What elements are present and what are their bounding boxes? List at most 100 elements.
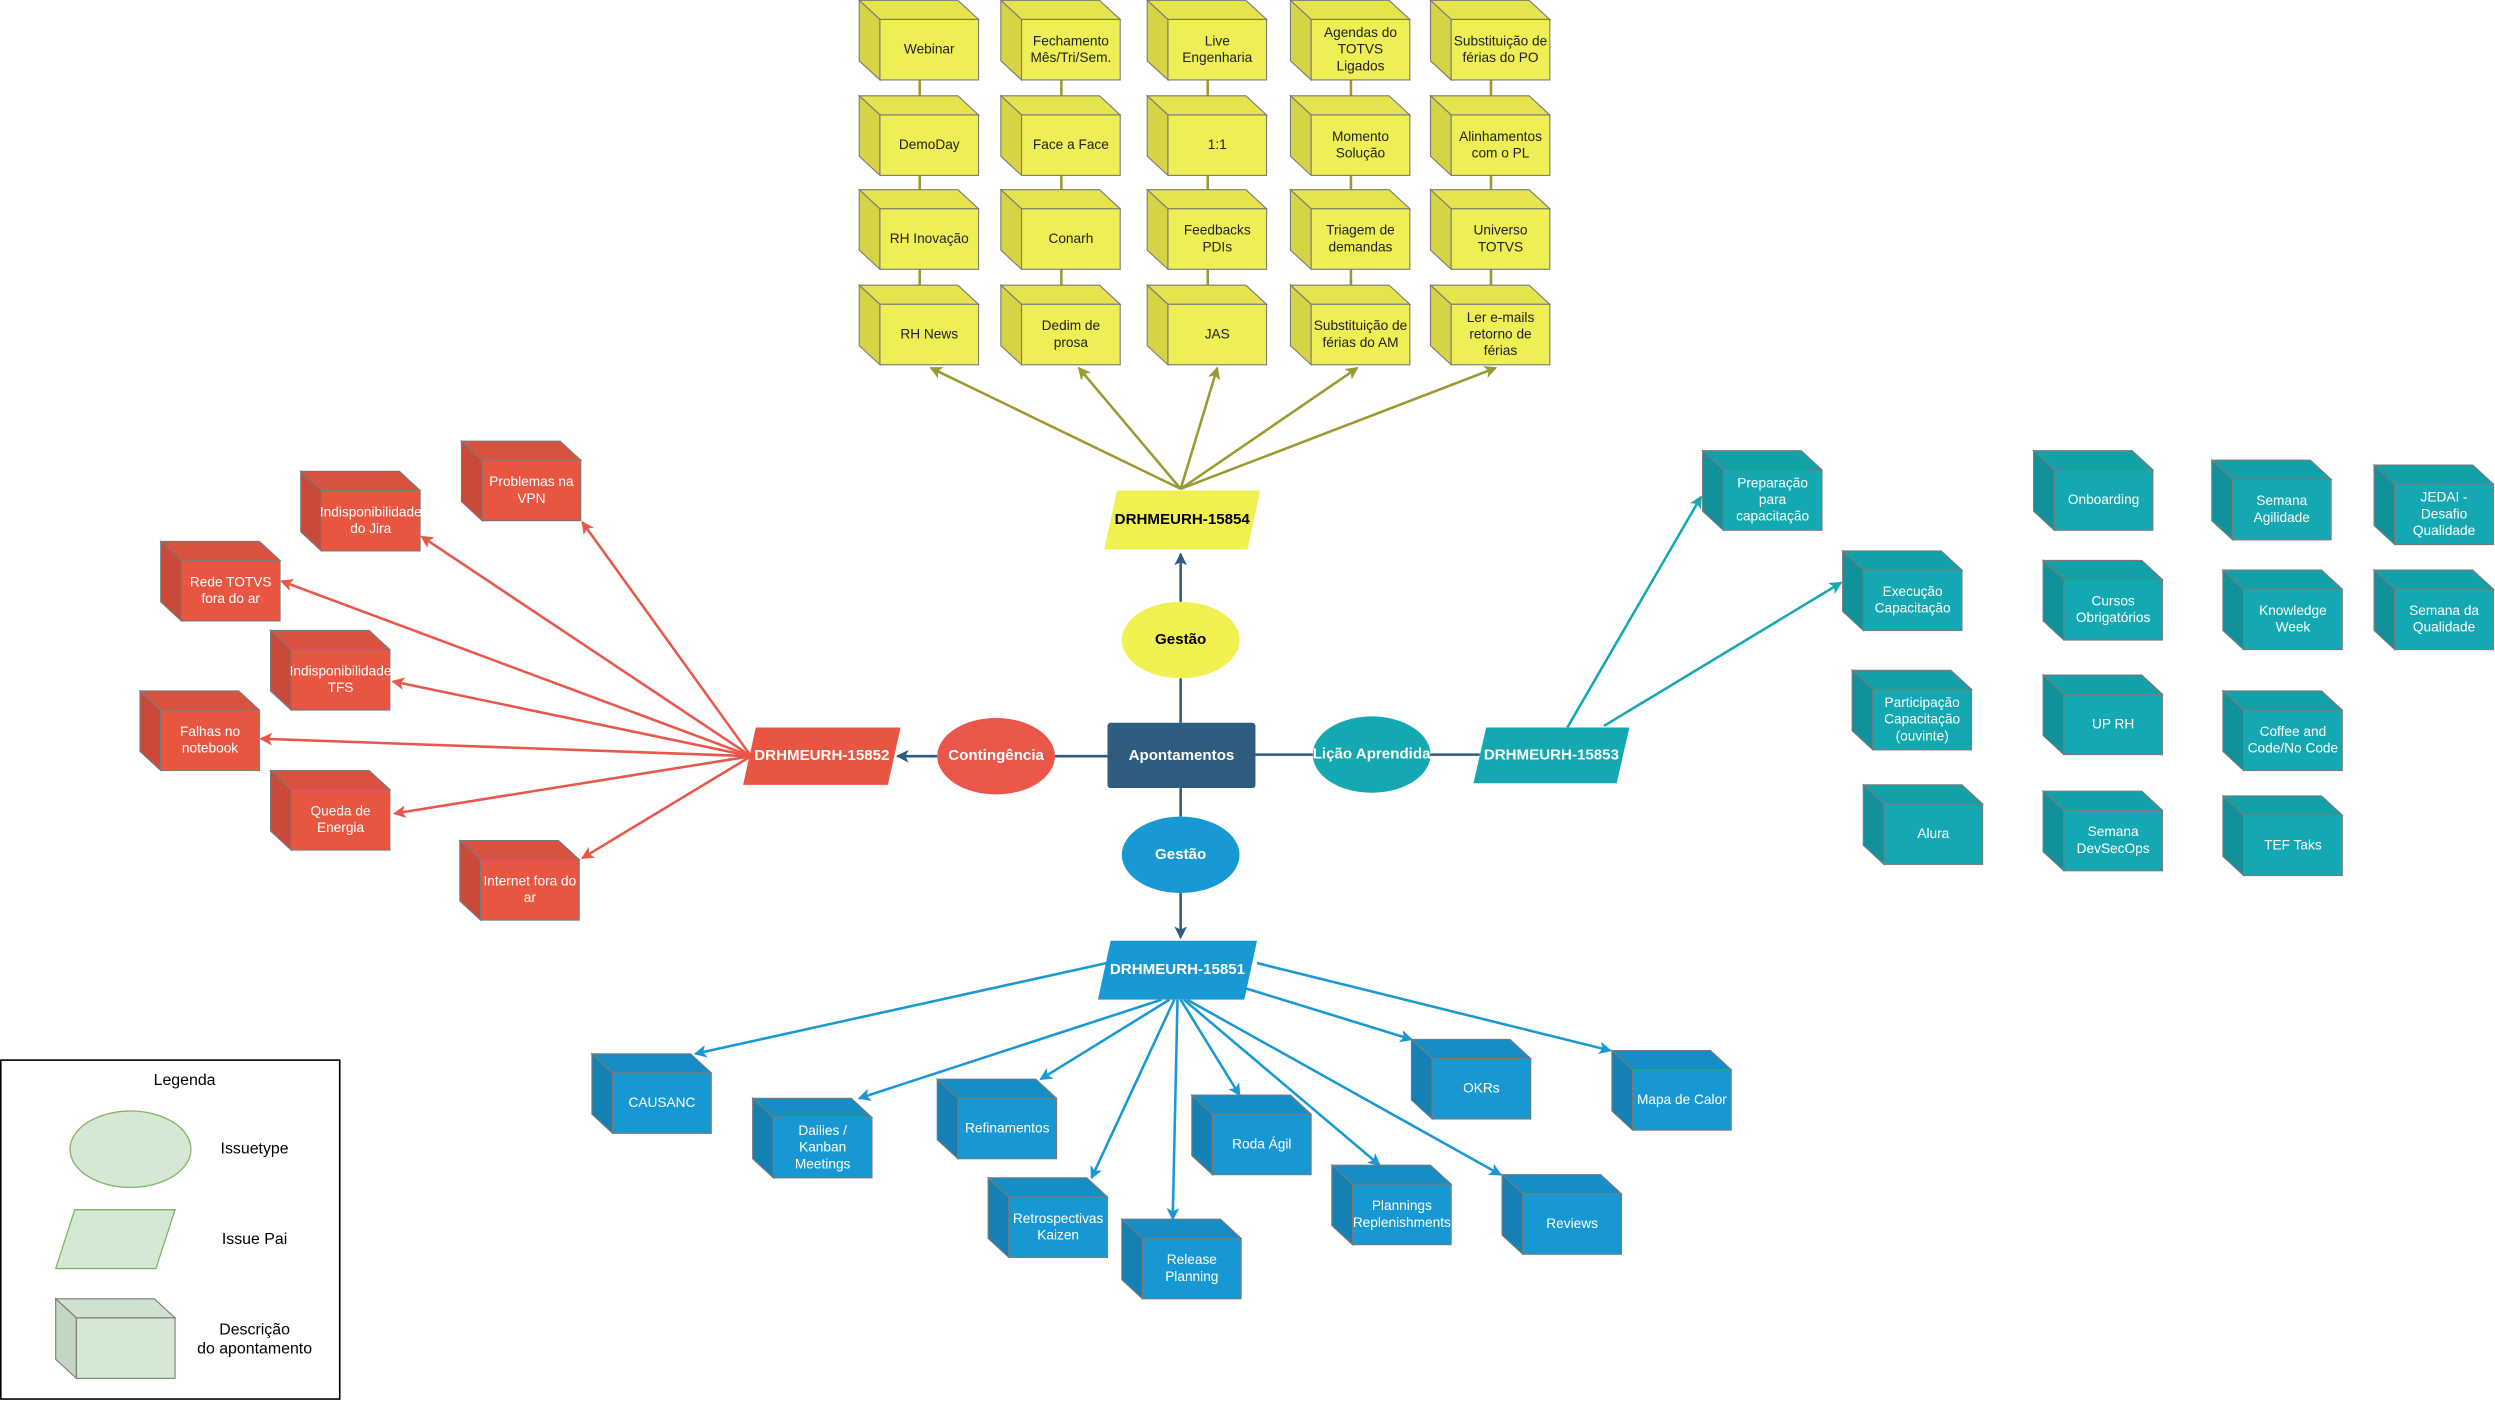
teal-item-box[interactable]: UP RH — [2041, 673, 2164, 756]
blue-item-box[interactable]: OKRs — [1409, 1038, 1533, 1121]
cube-front-face — [1450, 303, 1551, 366]
box-label-line: Cursos — [2091, 593, 2134, 608]
parent-issue-15853[interactable]: DRHMEURH-15853 — [1473, 727, 1630, 784]
yellow-item-box[interactable]: Webinar — [858, 0, 981, 82]
yellow-item-box[interactable]: Face a Face — [999, 94, 1122, 177]
box-label-line: Alura — [1917, 826, 1949, 841]
issuetype-contingencia[interactable]: Contingência — [937, 718, 1055, 795]
yellow-item-box[interactable]: Conarh — [999, 188, 1122, 271]
parent-issue-label: DRHMEURH-15852 — [754, 747, 889, 764]
yellow-item-box[interactable]: RH News — [857, 283, 981, 367]
parent-issue-shape[interactable] — [743, 727, 901, 785]
box-label-line: prosa — [1054, 334, 1089, 349]
issuetype-licao-aprendida[interactable]: Lição Aprendida — [1313, 716, 1431, 793]
box-label-line: Ler e-mails — [1467, 309, 1535, 324]
box-label-line: 1:1 — [1208, 137, 1227, 152]
box-label-line: Fechamento — [1033, 33, 1109, 48]
box-label: RH Inovação — [890, 231, 969, 246]
box-label-line: RH News — [900, 326, 958, 341]
issuetype-gestao-yellow[interactable]: Gestão — [1121, 601, 1240, 679]
issuetype-gestao-blue[interactable]: Gestão — [1121, 816, 1240, 894]
teal-item-box[interactable]: TEF Taks — [2221, 794, 2344, 877]
legend-parallelogram-swatch — [54, 1209, 176, 1270]
cube-front-face — [2063, 579, 2163, 641]
blue-item-box[interactable]: Refinamentos — [935, 1077, 1058, 1161]
box-label-line: Retrospectivas — [1013, 1210, 1104, 1225]
branch-arrow — [1179, 366, 1359, 490]
branch-arrow — [1180, 365, 1498, 491]
cube-front-face — [879, 18, 980, 81]
cube-front-face — [1883, 803, 1984, 865]
blue-item-box[interactable]: CAUSANC — [590, 1052, 713, 1135]
parent-issue-15854[interactable]: DRHMEURH-15854 — [1104, 490, 1261, 550]
branch-arrow — [581, 520, 753, 757]
teal-item-box[interactable]: Alura — [1861, 783, 1985, 866]
cube-front-face — [2063, 809, 2163, 872]
box-label-line: fora do ar — [201, 591, 260, 606]
box-label-line: Solução — [1336, 145, 1386, 160]
parent-issue-shape[interactable] — [1097, 940, 1258, 1000]
blue-item-box[interactable]: Mapa de Calor — [1610, 1049, 1733, 1132]
center-node-label: Apontamentos — [1129, 747, 1235, 764]
branch-arrow — [1256, 961, 1612, 1055]
legend-descricao-line: Descrição — [219, 1322, 290, 1339]
blue-item-box[interactable]: Roda Ágil — [1190, 1093, 1313, 1176]
yellow-item-box[interactable]: 1:1 — [1145, 94, 1269, 177]
parent-issue-shape[interactable] — [1473, 727, 1630, 784]
yellow-item-box[interactable]: DemoDay — [857, 94, 981, 177]
branch-arrow — [1240, 985, 1413, 1043]
parent-issue-15852[interactable]: DRHMEURH-15852 — [743, 727, 901, 785]
box-label: Reviews — [1546, 1216, 1598, 1231]
yellow-item-box[interactable]: RH Inovação — [857, 188, 981, 271]
yellow-item-box[interactable]: JAS — [1145, 283, 1269, 367]
parent-issue-shape[interactable] — [1104, 490, 1261, 550]
blue-item-box[interactable]: Reviews — [1500, 1173, 1623, 1256]
box-label: Webinar — [904, 41, 955, 56]
box-label-line: Mapa de Calor — [1637, 1092, 1727, 1107]
teal-item-box[interactable]: Onboarding — [2032, 449, 2155, 532]
legend-cube-swatch[interactable] — [54, 1297, 177, 1380]
cube-front-face — [879, 303, 980, 366]
box-label-line: (ouvinte) — [1896, 728, 1949, 743]
cube-front-face — [1450, 18, 1551, 81]
parent-issue-15851[interactable]: DRHMEURH-15851 — [1097, 940, 1258, 1000]
box-label-line: do Jira — [350, 521, 391, 536]
center-node-apontamentos[interactable]: Apontamentos — [1107, 722, 1256, 789]
